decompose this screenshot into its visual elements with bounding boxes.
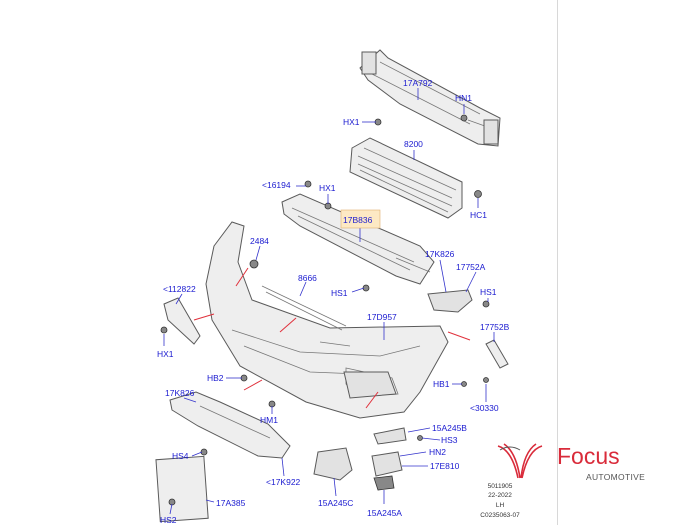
label-17K922[interactable]: <17K922 <box>266 477 301 487</box>
diagram-date: 22-2022 <box>488 492 512 499</box>
label-30330[interactable]: <30330 <box>470 403 499 413</box>
diagram-ref: C0235063-07 <box>480 512 520 519</box>
label-17A792[interactable]: 17A792 <box>403 78 433 88</box>
logo-tagline: AUTOMOTIVE <box>586 472 646 482</box>
label-17B836[interactable]: 17B836 <box>343 215 373 225</box>
logo-name: Focus <box>557 443 620 469</box>
diagram-side: LH <box>495 502 505 509</box>
tow-eye-cover <box>485 339 509 369</box>
label-15A245B[interactable]: 15A245B <box>432 423 467 433</box>
diagram-id: 5011905 <box>487 483 513 490</box>
grille <box>349 137 463 219</box>
leader-lines <box>163 88 495 515</box>
upper-cover <box>281 193 435 285</box>
label-15A245A[interactable]: 15A245A <box>367 508 402 518</box>
label-HX1-left[interactable]: HX1 <box>157 349 174 359</box>
skid-plate <box>169 391 291 459</box>
label-HM1[interactable]: HM1 <box>260 415 278 425</box>
label-17E810[interactable]: 17E810 <box>430 461 460 471</box>
label-HB1[interactable]: HB1 <box>433 379 450 389</box>
label-17D957[interactable]: 17D957 <box>367 312 397 322</box>
label-17752B[interactable]: 17752B <box>480 322 510 332</box>
label-2484[interactable]: 2484 <box>250 236 269 246</box>
reference-lines <box>193 267 471 409</box>
label-17K826-top[interactable]: 17K826 <box>425 249 455 259</box>
label-16194[interactable]: <16194 <box>262 180 291 190</box>
bumper-cover <box>205 221 449 419</box>
label-112822[interactable]: <112822 <box>163 284 196 294</box>
grille-strip <box>261 285 347 331</box>
label-8200[interactable]: 8200 <box>404 139 423 149</box>
side-bracket <box>163 297 201 345</box>
label-HS2[interactable]: HS2 <box>160 515 177 525</box>
label-8666[interactable]: 8666 <box>298 273 317 283</box>
label-17K826-low[interactable]: 17K826 <box>165 388 195 398</box>
label-HS3[interactable]: HS3 <box>441 435 458 445</box>
label-HX1-top[interactable]: HX1 <box>343 117 360 127</box>
label-HS1-left[interactable]: HS1 <box>331 288 348 298</box>
license-plate-bracket <box>155 455 209 523</box>
bumper-beam <box>359 49 501 147</box>
lamp-bezel <box>427 289 473 313</box>
callout-labels: 17A792 HN1 HX1 8200 <16194 HX1 HC1 17B83… <box>157 78 510 525</box>
fog-bezels <box>313 427 407 491</box>
label-HS1-right[interactable]: HS1 <box>480 287 497 297</box>
label-HS4[interactable]: HS4 <box>172 451 189 461</box>
label-HN2[interactable]: HN2 <box>429 447 446 457</box>
highlight-box <box>340 209 381 229</box>
label-17752A[interactable]: 17752A <box>456 262 486 272</box>
label-HN1[interactable]: HN1 <box>455 93 472 103</box>
label-HC1[interactable]: HC1 <box>470 210 487 220</box>
label-17A385[interactable]: 17A385 <box>216 498 246 508</box>
focus-logo-icon <box>497 443 543 479</box>
label-HX1-mid[interactable]: HX1 <box>319 183 336 193</box>
label-15A245C[interactable]: 15A245C <box>318 498 353 508</box>
page-divider <box>557 0 558 525</box>
label-HB2[interactable]: HB2 <box>207 373 224 383</box>
